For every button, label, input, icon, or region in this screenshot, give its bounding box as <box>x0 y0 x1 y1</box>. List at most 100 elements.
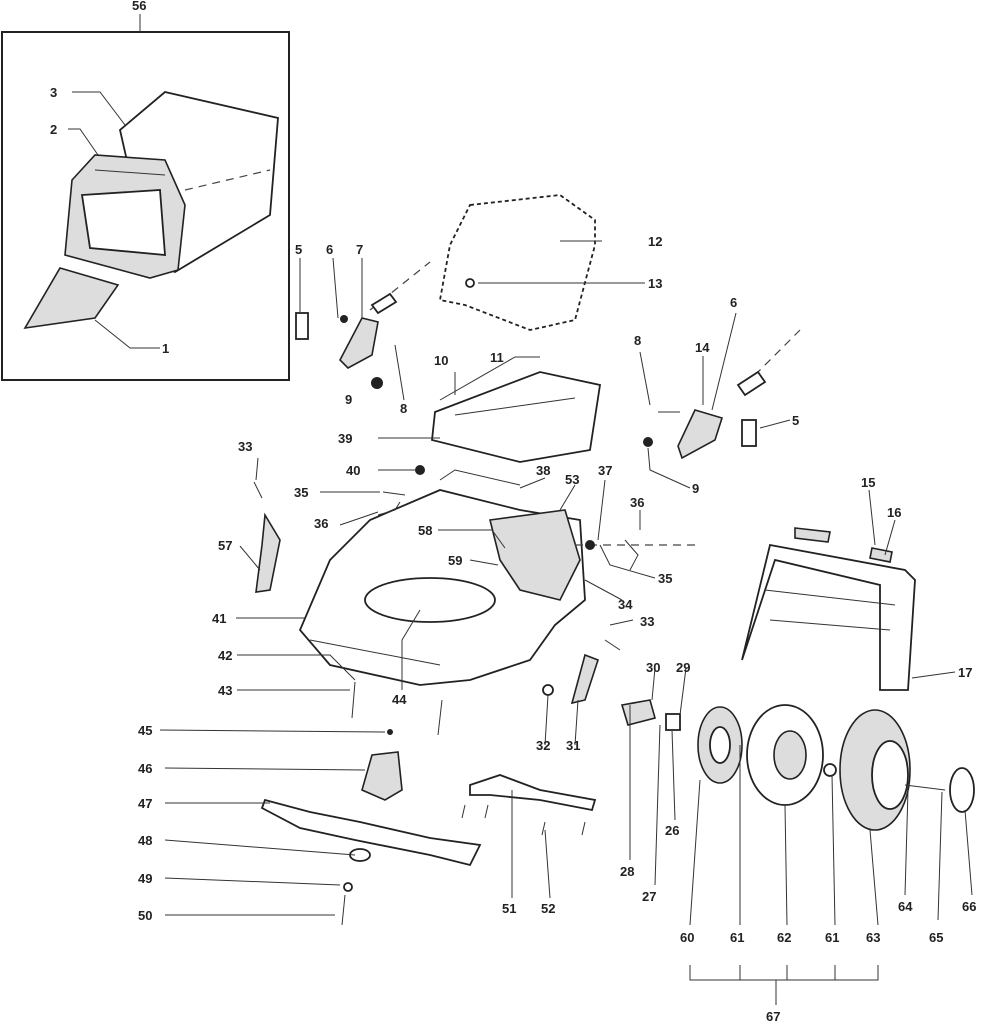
rear-flap <box>23 267 120 330</box>
callout-5-left: 5 <box>295 242 302 257</box>
callout-28: 28 <box>620 864 634 879</box>
front-axle-51 <box>469 774 597 812</box>
blade-washer-49 <box>343 882 353 892</box>
tyre-rim <box>871 740 909 810</box>
deck-spring-36 <box>377 501 401 516</box>
rear-bolt-37 <box>585 540 595 550</box>
right-height-lever <box>570 653 599 705</box>
callout-61-left: 61 <box>730 930 744 945</box>
leader-lines <box>68 91 973 1005</box>
callout-41: 41 <box>212 611 226 626</box>
deck-screw-35 <box>382 491 406 496</box>
callout-39: 39 <box>338 431 352 446</box>
callout-33-right: 33 <box>640 614 654 629</box>
right-handle-knob <box>741 419 757 447</box>
right-handle-bracket <box>677 409 724 460</box>
right-bracket-bolt <box>643 437 653 447</box>
callout-48: 48 <box>138 833 152 848</box>
screw-52d <box>581 821 586 836</box>
deck-bolt-43 <box>351 681 356 719</box>
wheel-cap-inner <box>709 726 731 764</box>
left-handle-tube <box>370 292 398 315</box>
deck-nut-40 <box>415 465 425 475</box>
blade-bolt-50 <box>341 894 346 926</box>
callout-9-left: 9 <box>345 392 352 407</box>
callout-35-right: 35 <box>658 571 672 586</box>
callout-65: 65 <box>929 930 943 945</box>
callout-13: 13 <box>648 276 662 291</box>
callout-57: 57 <box>218 538 232 553</box>
callout-7: 7 <box>356 242 363 257</box>
callout-46: 46 <box>138 761 152 776</box>
callout-51: 51 <box>502 901 516 916</box>
blade-47 <box>260 798 482 867</box>
callout-26: 26 <box>665 823 679 838</box>
callout-35-left: 35 <box>294 485 308 500</box>
callout-8-right: 8 <box>634 333 641 348</box>
callout-42: 42 <box>218 648 232 663</box>
deck-chute <box>489 509 581 601</box>
callout-62: 62 <box>777 930 791 945</box>
callout-67: 67 <box>766 1009 780 1024</box>
callout-45: 45 <box>138 723 152 738</box>
grass-bag-inset-box <box>1 31 290 381</box>
callout-9-right: 9 <box>692 481 699 496</box>
callout-64: 64 <box>898 899 913 914</box>
callout-labels: 56 3 2 1 5 6 7 9 8 12 13 10 11 8 14 6 5 … <box>50 0 976 1024</box>
left-handle-bracket <box>339 317 379 369</box>
bag-handle <box>94 169 166 176</box>
rear-flap-hinge <box>794 527 831 543</box>
deck-rod <box>439 469 521 486</box>
callout-31: 31 <box>566 738 580 753</box>
axle-nut-32 <box>542 684 554 696</box>
callout-16: 16 <box>887 505 901 520</box>
engine-bolt <box>465 278 475 288</box>
callout-47: 47 <box>138 796 152 811</box>
left-spring <box>253 481 263 499</box>
callout-27: 27 <box>642 889 656 904</box>
callout-59: 59 <box>448 553 462 568</box>
callout-10: 10 <box>434 353 448 368</box>
callout-61-right: 61 <box>825 930 839 945</box>
callout-36-left: 36 <box>314 516 328 531</box>
callout-37: 37 <box>598 463 612 478</box>
callout-11: 11 <box>490 350 504 365</box>
rear-flap-bar <box>764 589 896 606</box>
right-handle-tube <box>736 370 767 397</box>
callout-38: 38 <box>536 463 550 478</box>
callout-15: 15 <box>861 475 875 490</box>
screw-52c <box>541 821 546 836</box>
callout-1: 1 <box>162 341 169 356</box>
hub-center <box>773 730 807 780</box>
left-height-lever <box>255 512 281 593</box>
callout-29: 29 <box>676 660 690 675</box>
rear-flap-frame <box>741 543 916 691</box>
callout-60: 60 <box>680 930 694 945</box>
callout-56: 56 <box>132 0 146 13</box>
axle-bolt-65 <box>904 784 946 791</box>
engine-cover <box>431 371 602 463</box>
callout-8-left: 8 <box>400 401 407 416</box>
deck-edge <box>309 639 441 666</box>
callout-6-left: 6 <box>326 242 333 257</box>
callout-2: 2 <box>50 122 57 137</box>
wheel-bracket-30 <box>620 699 656 726</box>
deck-blade-opening <box>364 577 496 623</box>
callout-36-right: 36 <box>630 495 644 510</box>
left-handle-knob <box>295 312 309 340</box>
callout-44: 44 <box>392 692 407 707</box>
callout-50: 50 <box>138 908 152 923</box>
deck-bolt-44 <box>437 699 443 736</box>
left-bracket-bolt <box>371 377 383 389</box>
rear-flap-clip <box>869 547 893 563</box>
callout-33-left: 33 <box>238 439 252 454</box>
screw-52b <box>484 804 489 819</box>
snap-ring-66 <box>949 767 975 813</box>
callout-12: 12 <box>648 234 662 249</box>
callout-5-right: 5 <box>792 413 799 428</box>
callout-53: 53 <box>565 472 579 487</box>
callout-52: 52 <box>541 901 555 916</box>
bushing-26 <box>665 713 681 731</box>
